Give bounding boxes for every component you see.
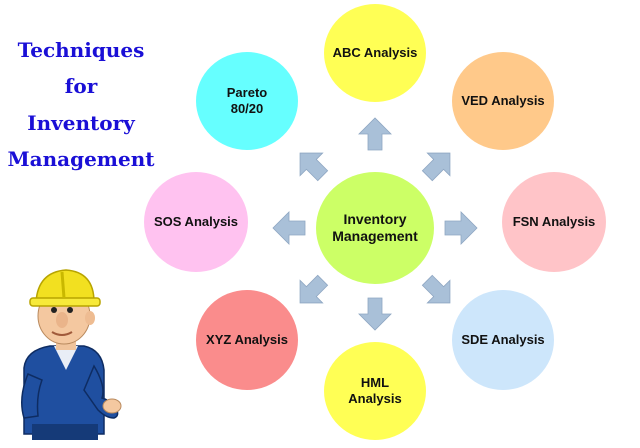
node-sos-analysis: SOS Analysis [144, 172, 248, 272]
arrow-to-abc [358, 117, 392, 151]
title-line-4: Management [7, 147, 155, 171]
center-line-2: Management [332, 228, 418, 244]
arrow-to-xyz [299, 274, 329, 304]
node-sos-label: SOS Analysis [153, 214, 239, 229]
node-ved-analysis: VED Analysis [452, 52, 554, 150]
arrow-to-fsn [444, 211, 478, 245]
center-node: Inventory Management [316, 172, 434, 284]
node-abc-label: ABC Analysis [332, 45, 418, 60]
title-line-1: Techniques [17, 38, 145, 62]
arrow-to-sos [272, 211, 306, 245]
node-fsn-label: FSN Analysis [512, 214, 596, 229]
node-ved-label: VED Analysis [461, 93, 545, 108]
title-line-3: Inventory [27, 111, 135, 135]
arrow-to-hml [358, 297, 392, 331]
center-line-1: Inventory [343, 211, 407, 227]
arrow-to-ved [421, 152, 451, 182]
arrow-to-sde [421, 274, 451, 304]
node-abc-analysis: ABC Analysis [324, 4, 426, 102]
node-sde-label: SDE Analysis [461, 332, 545, 347]
node-xyz-label: XYZ Analysis [206, 332, 288, 347]
node-sde-analysis: SDE Analysis [452, 290, 554, 390]
arrow-to-pareto [299, 152, 329, 182]
node-xyz-analysis: XYZ Analysis [196, 290, 298, 390]
worker-illustration [21, 269, 122, 440]
node-hml-label: HML [360, 375, 390, 390]
node-pareto-label: Pareto [226, 85, 268, 100]
title-line-2: for [64, 74, 98, 98]
node-pareto-label-2: 80/20 [230, 101, 264, 116]
node-hml-label-2: Analysis [348, 391, 402, 406]
node-fsn-analysis: FSN Analysis [502, 172, 606, 272]
